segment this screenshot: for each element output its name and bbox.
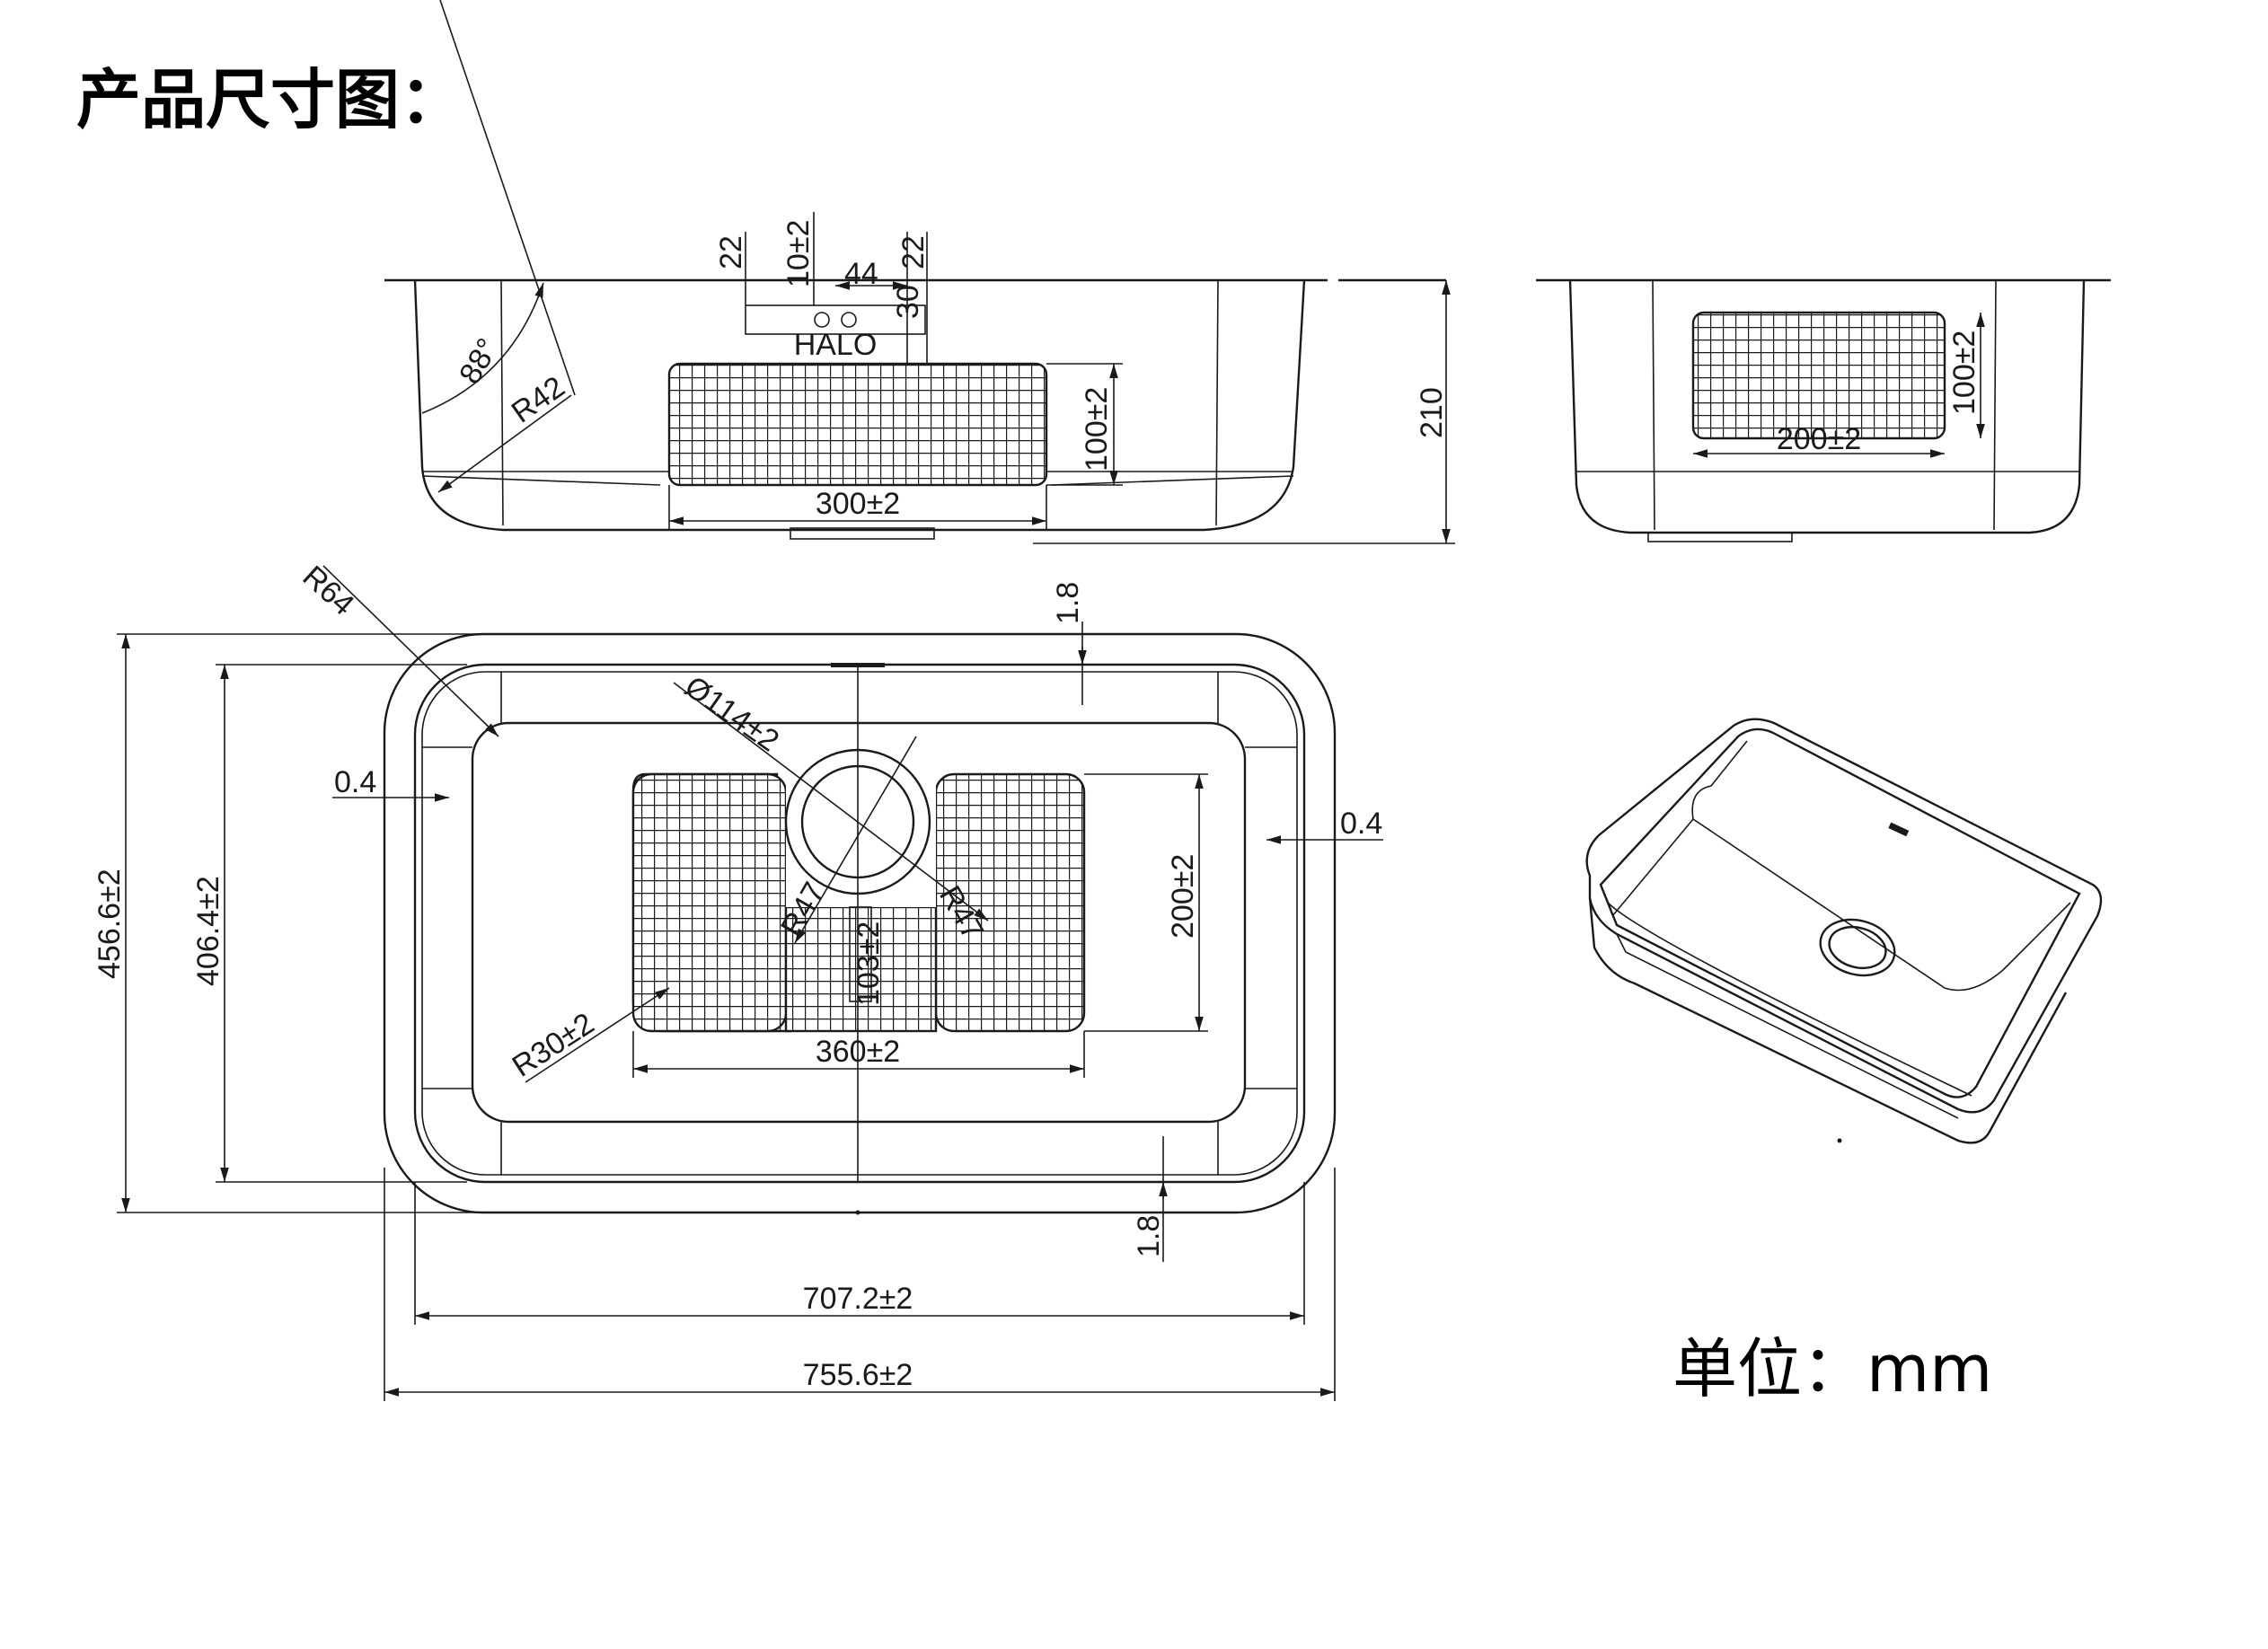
dim-front-30: 30 xyxy=(891,285,925,319)
dim-side-grid-width: 200±2 xyxy=(1777,422,1861,456)
dim-front-grid-width: 300±2 xyxy=(816,487,900,521)
dim-front-10: 10±2 xyxy=(781,220,816,287)
dim-top-grid-height: 200±2 xyxy=(1166,854,1200,939)
dim-top-gap-right: 0.4 xyxy=(1340,807,1382,841)
dim-front-22a: 22 xyxy=(714,235,748,269)
dim-top-outer-height: 456.6±2 xyxy=(93,869,127,979)
dim-front-grid-height: 100±2 xyxy=(1080,387,1114,472)
iso-outer-rim xyxy=(1585,718,2103,1114)
side-basin-outline xyxy=(1568,279,2086,534)
dim-side-grid-height: 100±2 xyxy=(1947,331,1981,415)
side-grid-panel xyxy=(1691,311,1946,440)
iso-drain-inner xyxy=(1828,925,1887,970)
front-logo: HALO xyxy=(794,328,878,362)
unit-label: 单位：mm xyxy=(1672,1331,1993,1406)
front-basin-outline xyxy=(413,279,1306,532)
dim-front-height: 210 xyxy=(1415,387,1449,438)
dim-front-44: 44 xyxy=(844,257,878,291)
side-view: 200±2 100±2 xyxy=(1536,278,2111,542)
dim-top-drain: Ø114±2 xyxy=(678,669,785,758)
dim-top-inner-height: 406.4±2 xyxy=(191,876,225,986)
dim-top-grid-radius: R30±2 xyxy=(507,1006,601,1083)
dim-top-slot: 103±2 xyxy=(852,922,886,1006)
dim-top-inner-width: 707.2±2 xyxy=(803,1282,913,1316)
dim-top-r64: R64 xyxy=(296,560,361,622)
page-title: 产品尺寸图： xyxy=(76,62,465,137)
dim-front-angle: 88° xyxy=(453,332,506,390)
front-view: HALO 22 10±2 44 22 30 88° R42 300±2 100±… xyxy=(384,0,1455,544)
dim-top-rim-bottom: 1.8 xyxy=(1132,1215,1166,1257)
dim-top-rim-top: 1.8 xyxy=(1051,582,1085,624)
front-grid-panel xyxy=(667,362,1048,487)
dim-top-grid-width: 360±2 xyxy=(816,1035,900,1069)
dim-top-outer-width: 755.6±2 xyxy=(803,1358,913,1392)
dim-top-gap-left: 0.4 xyxy=(334,765,376,799)
dim-front-r42: R42 xyxy=(506,370,571,430)
iso-drain-outer xyxy=(1819,918,1896,977)
top-grid-middle xyxy=(784,905,938,1033)
top-view: R64 Ø114±2 R47 R47 103±2 R30±2 360±2 200… xyxy=(93,560,1383,1401)
isometric-view xyxy=(1585,718,2103,1144)
dim-front-22b: 22 xyxy=(896,235,931,269)
top-basin-floor xyxy=(471,721,1247,1124)
